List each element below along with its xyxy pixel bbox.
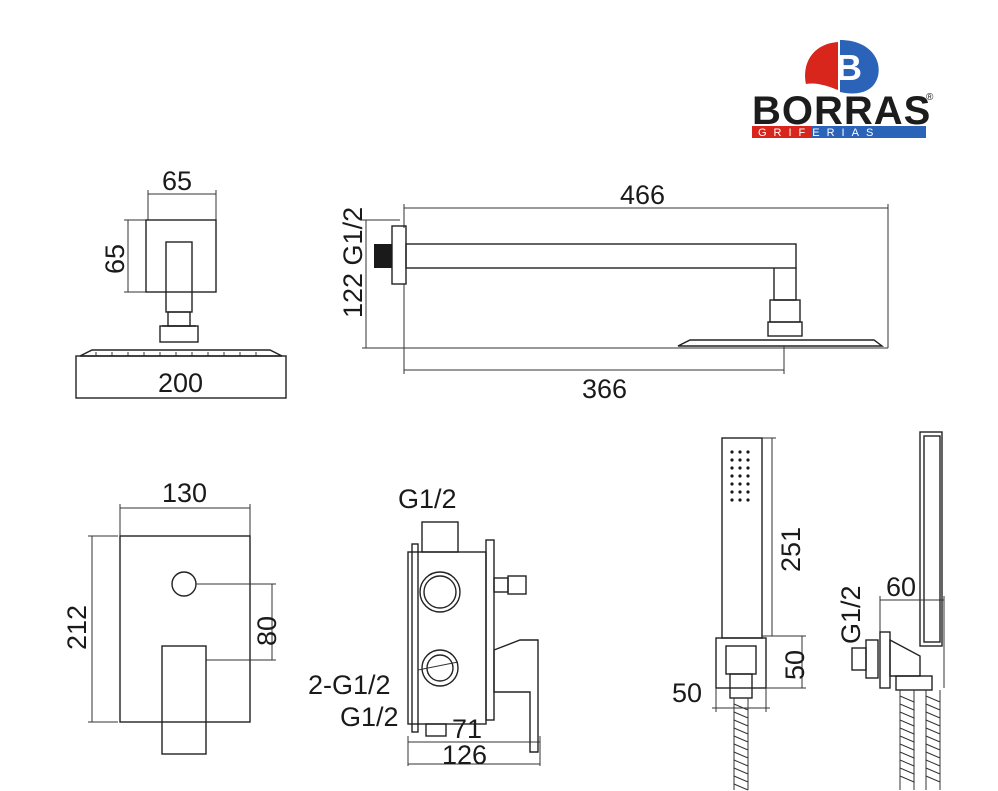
dim-arm-length: 466 <box>620 180 665 210</box>
logo-blue-bar <box>812 126 926 138</box>
cover-plate-view: 130 212 80 <box>62 478 282 755</box>
dim-head-top-width: 65 <box>162 166 192 196</box>
dim-head-width: 200 <box>158 368 203 398</box>
arm-thread-fill <box>374 244 392 268</box>
head-side-view: 65 65 200 <box>75 166 287 399</box>
dim-valve-inner-depth: 71 <box>452 714 482 744</box>
dim-arm-reach: 366 <box>582 374 627 404</box>
dim-head-top-height: 65 <box>100 244 130 274</box>
dim-holder-width: 50 <box>672 678 702 708</box>
hand-shower-view: 251 50 50 <box>672 437 810 791</box>
dim-valve-bottom-thread: G1/2 <box>340 702 399 732</box>
dim-valve-total-depth: 126 <box>442 740 487 770</box>
holder-side-view: 60 G1/2 <box>836 431 945 790</box>
brand-subtitle: GRIFERIAS <box>758 127 880 139</box>
dim-valve-top-thread: G1/2 <box>398 484 457 514</box>
dim-valve-outlets: 2-G1/2 <box>308 670 391 700</box>
holder-hose <box>899 690 941 790</box>
logo-red-bar <box>752 126 812 138</box>
dim-plate-height: 212 <box>62 605 92 650</box>
logo-b-letter: B <box>836 47 862 88</box>
dim-plate-width: 130 <box>162 478 207 508</box>
dim-plate-offset: 80 <box>252 616 282 646</box>
registered-mark: ® <box>926 92 934 103</box>
logo-red-shape <box>805 42 838 90</box>
valve-body-view: G1/2 2-G1/2 G1/2 71 126 <box>308 484 541 770</box>
dim-holder-thread: G1/2 <box>836 585 866 644</box>
dim-arm-thread: 122 G1/2 <box>338 207 368 318</box>
dim-holder-height: 50 <box>780 650 810 680</box>
dim-holder-projection: 60 <box>886 572 916 602</box>
spray-nozzles <box>730 450 750 502</box>
brand-name: BORRAS <box>752 89 931 133</box>
shower-arm-view: 466 122 G1/2 366 <box>338 180 889 404</box>
dim-hand-shower-length: 251 <box>776 527 806 572</box>
logo-blue-shape <box>840 40 879 94</box>
brand-logo: B BORRAS ® GRIFERIAS <box>752 40 934 139</box>
hose <box>733 698 749 791</box>
